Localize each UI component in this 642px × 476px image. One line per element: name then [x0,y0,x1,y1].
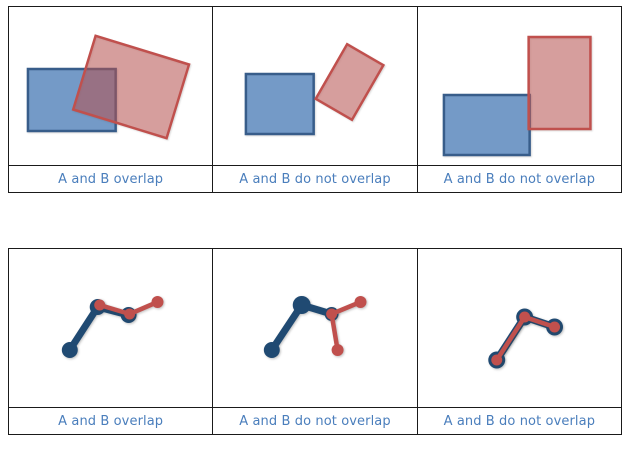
caption-text: A and B do not overlap [239,413,391,429]
caption-row: A and B overlap [9,165,213,192]
caption-text: A and B do not overlap [239,171,391,187]
caption-text: A and B overlap [58,171,164,187]
diagram-area [418,7,621,165]
caption-row: A and B do not overlap [213,165,417,192]
diagram-area [213,249,416,407]
example-cell-polygons-adjacent: A and B do not overlap [416,7,621,192]
caption-text: A and B do not overlap [443,171,596,187]
example-cell-polygons-touching: A and B do not overlap [212,7,417,192]
lines-coincident-diagram [487,308,563,369]
polygons-adjacent-diagram [442,35,592,157]
lines-touching-diagram [264,296,367,358]
example-cell-lines-overlap: A and B overlap [9,249,213,434]
lines-overlap-diagram [61,296,164,358]
diagram-area [9,249,212,407]
diagram-area [9,7,212,165]
caption-row: A and B overlap [9,407,213,434]
example-cell-lines-coincident: A and B do not overlap [416,249,621,434]
polyline-overlap-table: A and B overlap A and B do not overlap A… [8,248,622,435]
diagram-area [213,7,416,165]
caption-row: A and B do not overlap [417,165,621,192]
polygons-touching-diagram [244,42,386,136]
caption-row: A and B do not overlap [417,407,621,434]
caption-row: A and B do not overlap [213,407,417,434]
example-cell-polygons-overlap: A and B overlap [9,7,213,192]
caption-text: A and B overlap [58,413,164,429]
diagram-area [418,249,621,407]
caption-text: A and B do not overlap [443,413,596,429]
example-cell-lines-touching: A and B do not overlap [212,249,417,434]
polygons-overlap-diagram [26,34,191,140]
polygon-overlap-table: A and B overlap A and B do not overlap A… [8,6,622,193]
